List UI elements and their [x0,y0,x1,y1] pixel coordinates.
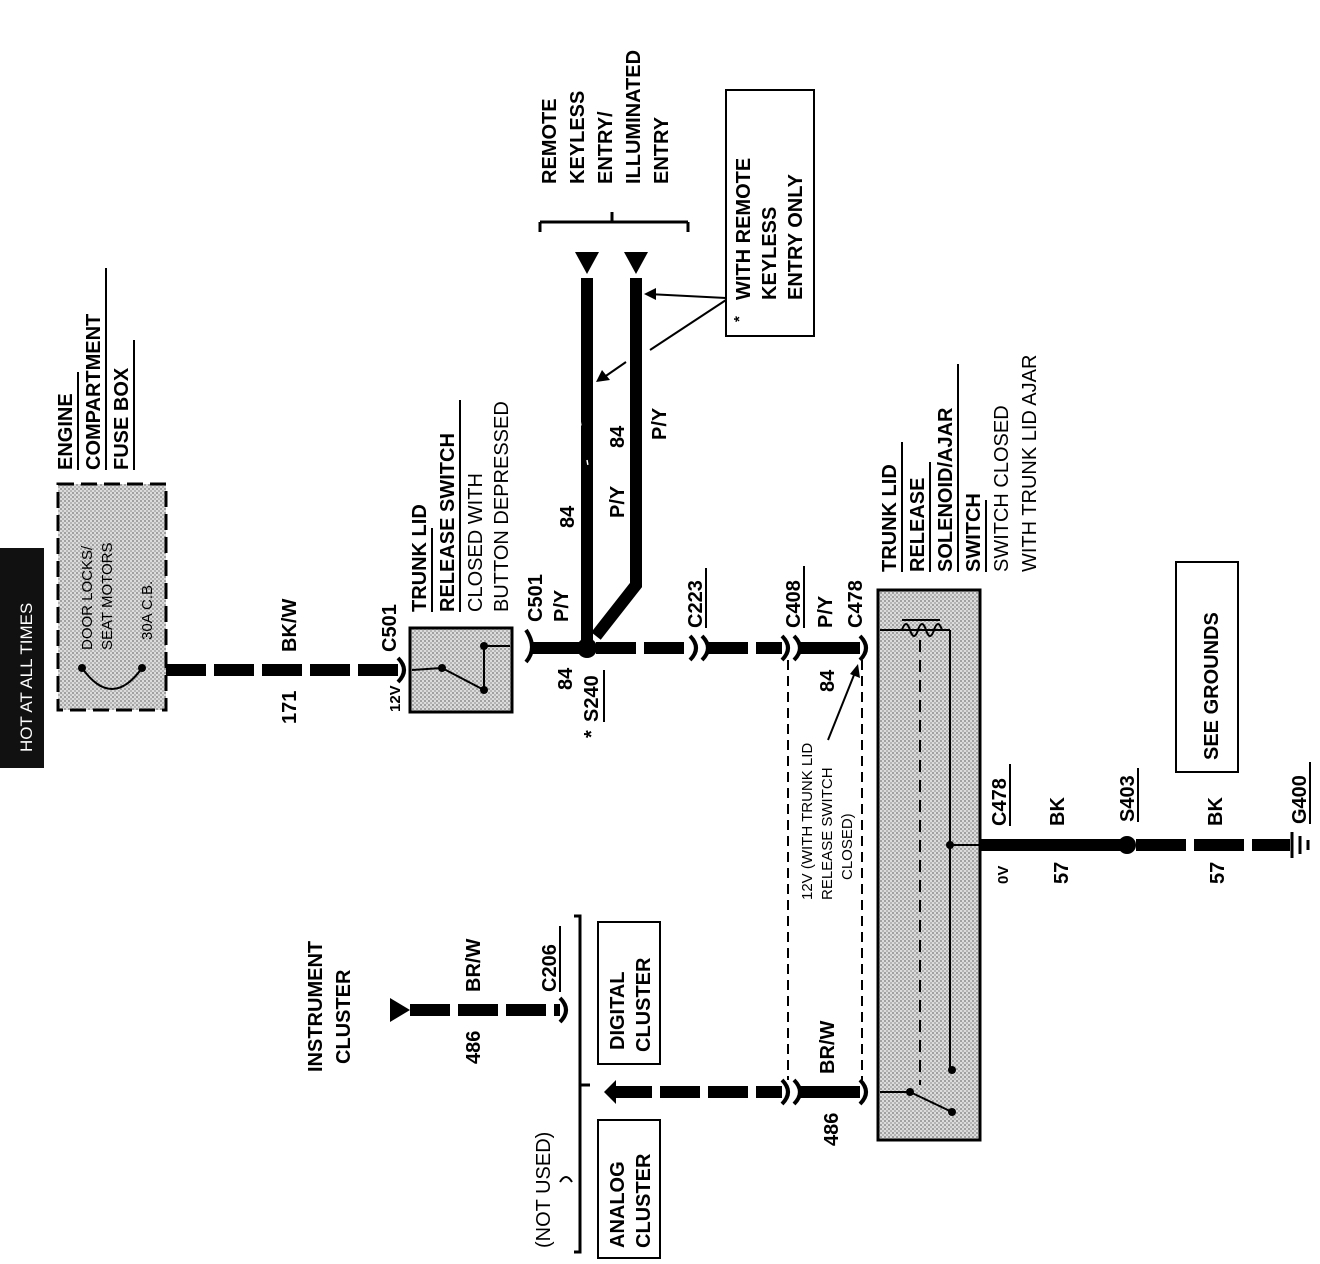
wire-171-color: BK/W [279,599,301,652]
wire-84-b-circuit: 84 [607,425,629,448]
note-line-2: KEYLESS [759,207,781,300]
trunk-lid-release-switch: TRUNK LID RELEASE SWITCH CLOSED WITH BUT… [408,400,514,714]
digital-cluster-label-1: DIGITAL [607,971,629,1050]
solenoid-label-2: RELEASE [907,478,929,572]
ground-wire-57: C478 0V BK 57 S403 BK 57 G400 [980,762,1311,884]
power-source-label: HOT AT ALL TIMES [17,603,36,752]
note-line-1: WITH REMOTE [733,158,755,300]
fuse-name-line2: SEAT MOTORS [99,542,116,650]
switch-label-2: RELEASE SWITCH [437,433,459,612]
connector-c478-bottom: C478 [989,778,1011,826]
wire-84-a-color: P/Y [607,485,629,518]
remote-keyless-label-1: REMOTE [539,98,561,184]
fuse-box-title-3: FUSE BOX [111,367,133,470]
analog-cluster-label-1: ANALOG [607,1161,629,1248]
splice-s240-dot [577,638,597,658]
splice-s240-label: S240 [581,675,603,722]
remote-keyless-label-4: ILLUMINATED [623,50,645,184]
solenoid-label-1: TRUNK LID [879,464,901,572]
remote-keyless-label-2: KEYLESS [567,91,589,184]
remote-keyless-label-5: ENTRY [651,116,673,184]
connector-c408: C408 [783,580,805,628]
connector-c478-top: C478 [845,580,867,628]
wire-486-top-color: BR/W [463,939,485,992]
trunk-lid-release-solenoid: TRUNK LID RELEASE SOLENOID/AJAR SWITCH S… [876,355,1041,1142]
wire-486-top-circuit: 486 [463,1031,485,1064]
connector-c206: C206 [539,944,561,992]
solenoid-label-4: SWITCH [963,493,985,572]
dashed-voltage-line-1: 12V (WITH TRUNK LID [799,743,816,900]
connector-c501-left: C501 [379,604,401,652]
wire-171: 171 BK/W C501 12V [166,599,406,724]
splice-s403-label: S403 [1117,775,1139,822]
connector-c501-right: C501 [525,574,547,622]
note-star: * [731,316,748,322]
wire-486-bottom-circuit: 486 [821,1113,843,1146]
wire-486-bottom-color: BR/W [817,1021,839,1074]
analog-cluster-label-2: CLUSTER [633,1153,655,1248]
wire-57-a-circuit: 57 [1051,862,1073,884]
see-grounds-box: SEE GROUNDS [1175,561,1239,773]
remote-keyless-note: * WITH REMOTE KEYLESS ENTRY ONLY [596,89,815,382]
note-line-3: ENTRY ONLY [785,173,807,300]
wire-84-c501-circuit: 84 [555,667,577,690]
wire-84-a-circuit: 84 [557,505,579,528]
voltage-0v: 0V [995,866,1012,884]
c501-s240-segment: C501 P/Y 84 * S240 [524,574,605,738]
wire-57-b-circuit: 57 [1207,862,1229,884]
fuse-rating: 30A C.B. [139,581,156,640]
wire-57-a-color: BK [1047,797,1069,826]
wire-84-horizontal: C223 C408 P/Y C478 84 [596,566,868,741]
instrument-cluster-wiring: INSTRUMENT CLUSTER BR/W 486 C206 DIGITAL… [305,914,868,1259]
instrument-cluster-label-1: INSTRUMENT [305,941,327,1072]
ground-g400-label: G400 [1289,775,1311,824]
instrument-cluster-arrow [390,998,410,1022]
connector-arrow-left [575,252,599,274]
instrument-cluster-label-2: CLUSTER [333,969,355,1064]
wire-171-circuit: 171 [279,691,301,724]
voltage-12v-switch: 12V [387,685,404,712]
solenoid-label-3: SOLENOID/AJAR [935,407,957,572]
switch-label-3: CLOSED WITH [465,473,487,612]
wire-84-c408-circuit: 84 [817,669,839,692]
splice-s240-star: * [581,730,603,738]
not-used-label: (NOT USED) [533,1132,555,1248]
fuse-box-title-2: COMPARTMENT [83,314,105,470]
wire-57-b-color: BK [1205,797,1227,826]
dashed-voltage-line-3: CLOSED) [839,813,856,880]
power-source-bar: HOT AT ALL TIMES [0,548,44,768]
engine-compartment-fuse-box: DOOR LOCKS/ SEAT MOTORS 30A C.B. ENGINE … [55,268,168,712]
connector-arrow-right [624,252,648,274]
digital-cluster-label-2: CLUSTER [633,957,655,1052]
see-grounds-label: SEE GROUNDS [1201,612,1223,760]
wire-84-c408-color: P/Y [815,595,837,628]
switch-label-4: BUTTON DEPRESSED [491,401,513,612]
splice-s403-dot [1118,836,1136,854]
wire-84-c501-color: P/Y [551,589,573,622]
wire-84-b-color: P/Y [649,407,671,440]
dashed-voltage-line-2: RELEASE SWITCH [819,767,836,900]
solenoid-label-6: WITH TRUNK LID AJAR [1019,355,1041,572]
remote-keyless-wires: 84 P/Y 84 P/Y REMOTE KEYLESS ENTRY/ ILLU… [538,50,690,640]
solenoid-label-5: SWITCH CLOSED [991,405,1013,572]
switch-label-1: TRUNK LID [409,504,431,612]
fuse-name-line1: DOOR LOCKS/ [79,545,96,650]
fuse-box-title-1: ENGINE [55,393,77,470]
remote-keyless-label-3: ENTRY/ [595,111,617,184]
dashed-12v-path: 12V (WITH TRUNK LID RELEASE SWITCH CLOSE… [787,660,863,1080]
connector-c223: C223 [685,580,707,628]
